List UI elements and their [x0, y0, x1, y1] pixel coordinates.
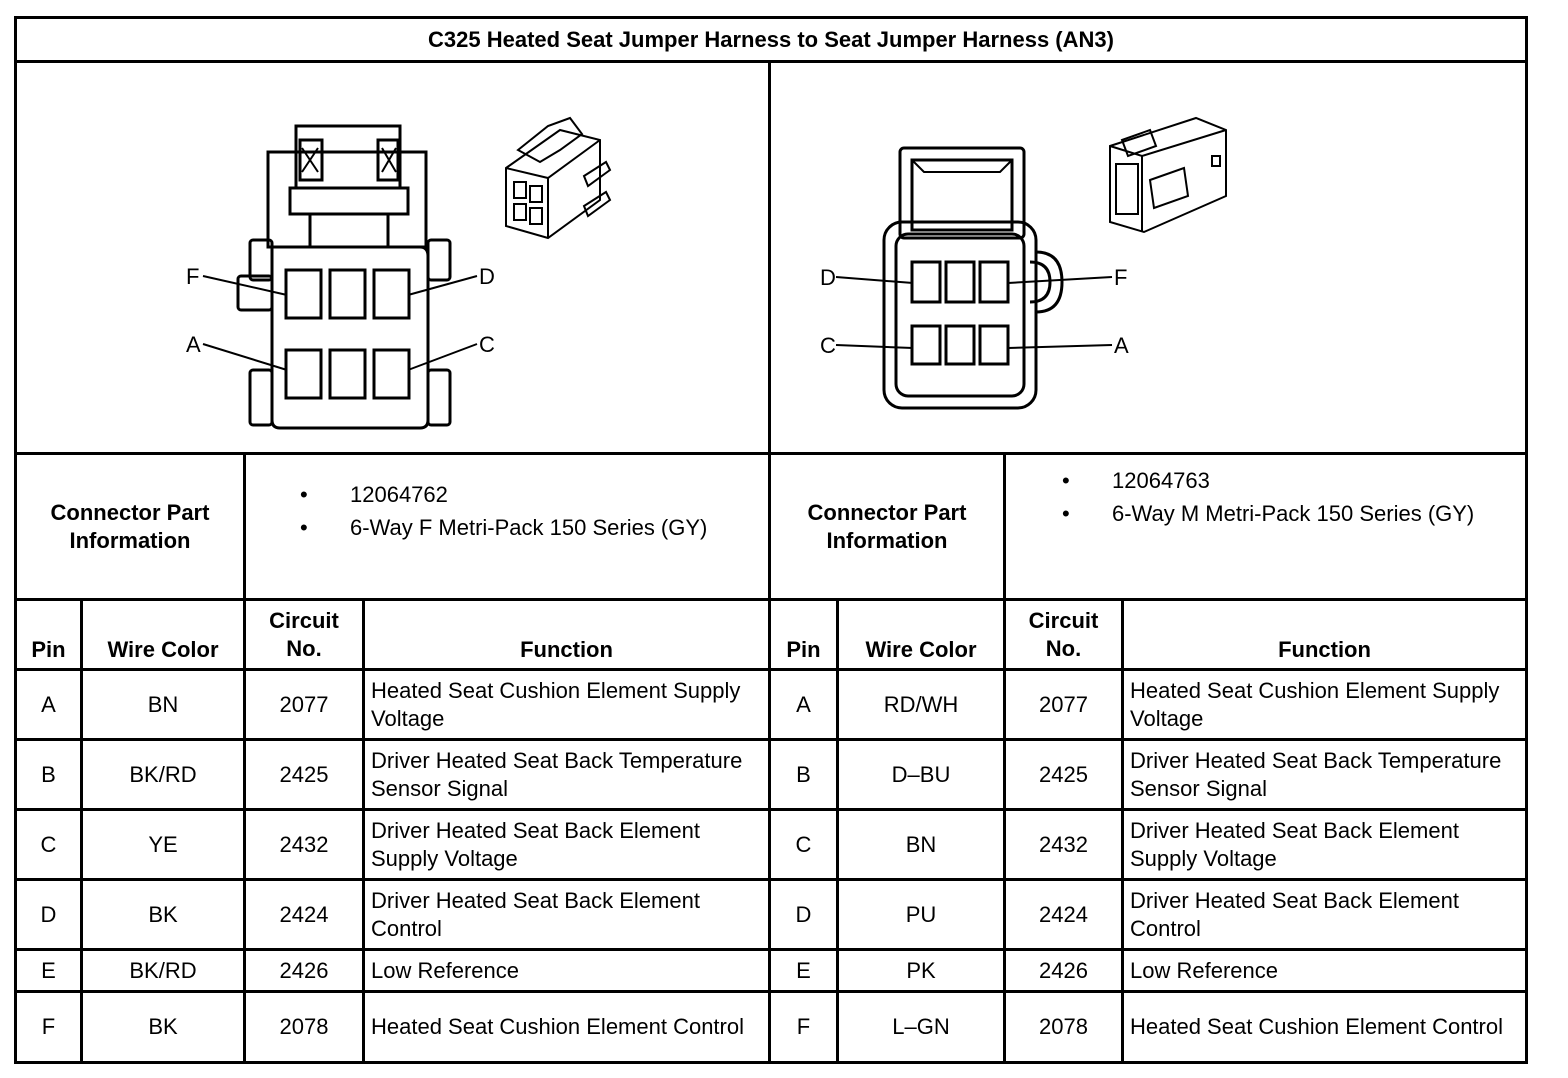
pin-label-a: A: [186, 332, 201, 357]
function-cell: Heated Seat Cushion Element Control: [1130, 1014, 1503, 1039]
header-circuit-no: Circuit No.: [1028, 607, 1099, 661]
circuit-cell: 2426: [1039, 957, 1088, 983]
function-cell: Driver Heated Seat Back Temperature Sens…: [1130, 747, 1502, 801]
header-divider: [14, 668, 1528, 671]
pin-label-f: F: [186, 264, 199, 289]
pin-label-d: D: [479, 264, 495, 289]
part-number: 12064762: [350, 482, 448, 507]
female-connector-diagram: F D A C: [186, 116, 612, 430]
header-pin: Pin: [786, 637, 821, 662]
circuit-cell: 2077: [279, 691, 329, 717]
pin-cell: F: [41, 1014, 56, 1039]
circuit-cell: 2425: [279, 761, 329, 787]
wire-color-cell: BN: [147, 691, 179, 717]
wire-color-cell: PK: [906, 957, 936, 983]
col-divider: [362, 598, 365, 1064]
col-divider: [836, 598, 839, 1064]
row-divider: [14, 808, 1528, 811]
part-item: •12064763: [1062, 466, 1502, 496]
pin-cell: E: [41, 957, 56, 983]
pin-label-c: C: [479, 332, 495, 357]
part-col-divider-right: [1003, 452, 1006, 1064]
pin-cell: A: [796, 691, 811, 717]
pin-cell: B: [41, 761, 56, 787]
part-description: 6-Way M Metri-Pack 150 Series (GY): [1112, 501, 1475, 526]
circuit-cell: 2424: [1039, 901, 1088, 927]
header-wire-color: Wire Color: [865, 637, 977, 662]
pin-cell: E: [796, 957, 811, 983]
center-divider: [768, 60, 771, 1064]
function-cell: Driver Heated Seat Back Element Supply V…: [371, 817, 700, 871]
pin-label-f: F: [1114, 265, 1127, 290]
pin-cell: D: [795, 901, 812, 927]
header-function: Function: [520, 637, 613, 662]
circuit-cell: 2077: [1039, 691, 1088, 717]
connector-part-label-right: Connector Part Information: [807, 499, 967, 553]
wire-color-cell: BN: [905, 831, 937, 857]
wire-color-cell: BK/RD: [129, 957, 197, 983]
col-divider: [1121, 598, 1124, 1064]
circuit-cell: 2432: [1039, 831, 1088, 857]
wire-color-cell: BK/RD: [129, 761, 197, 787]
part-col-divider-left: [243, 452, 246, 1064]
wire-color-cell: RD/WH: [883, 691, 959, 717]
table-frame: [14, 16, 1528, 1064]
row-divider: [14, 948, 1528, 951]
row-divider: [14, 878, 1528, 881]
row-divider: [14, 738, 1528, 741]
circuit-cell: 2424: [279, 901, 329, 927]
col-divider: [80, 598, 83, 1064]
circuit-cell: 2078: [1039, 1014, 1088, 1039]
pin-cell: D: [40, 901, 57, 927]
pin-cell: C: [40, 831, 57, 857]
part-number: 12064763: [1112, 468, 1210, 493]
wire-color-cell: YE: [148, 831, 178, 857]
circuit-cell: 2078: [279, 1014, 329, 1039]
title-divider: [14, 60, 1528, 63]
function-cell: Driver Heated Seat Back Element Control: [1130, 887, 1459, 941]
circuit-cell: 2425: [1039, 761, 1088, 787]
wire-color-cell: L–GN: [892, 1014, 950, 1039]
part-info-divider: [14, 598, 1528, 601]
part-description: 6-Way F Metri-Pack 150 Series (GY): [350, 515, 708, 540]
part-item: •6-Way M Metri-Pack 150 Series (GY): [1062, 499, 1502, 559]
function-cell: Heated Seat Cushion Element Control: [371, 1014, 744, 1039]
part-item: •12064762: [300, 480, 760, 510]
function-cell: Driver Heated Seat Back Element Control: [371, 887, 700, 941]
pin-label-d: D: [820, 265, 836, 290]
wire-color-cell: D–BU: [891, 761, 951, 787]
function-cell: Driver Heated Seat Back Element Supply V…: [1130, 817, 1459, 871]
male-connector-diagram: D F C A: [820, 116, 1227, 410]
connector-part-label-left: Connector Part Information: [50, 499, 210, 553]
pin-cell: B: [796, 761, 811, 787]
row-divider: [14, 990, 1528, 993]
header-wire-color: Wire Color: [107, 637, 219, 662]
wire-color-cell: BK: [148, 1014, 178, 1039]
circuit-cell: 2426: [279, 957, 329, 983]
function-cell: Low Reference: [371, 957, 519, 983]
part-item: •6-Way F Metri-Pack 150 Series (GY): [300, 513, 760, 543]
wire-color-cell: PU: [905, 901, 937, 927]
header-pin: Pin: [31, 637, 66, 662]
function-cell: Heated Seat Cushion Element Supply Volta…: [371, 677, 741, 731]
function-cell: Low Reference: [1130, 957, 1278, 983]
pin-label-a: A: [1114, 333, 1129, 358]
function-cell: Driver Heated Seat Back Temperature Sens…: [371, 747, 743, 801]
header-function: Function: [1278, 637, 1371, 662]
pin-cell: F: [796, 1014, 811, 1039]
pin-cell: C: [795, 831, 812, 857]
pin-cell: A: [41, 691, 56, 717]
header-circuit-no: Circuit No.: [269, 607, 339, 661]
circuit-cell: 2432: [279, 831, 329, 857]
diagram-divider: [14, 452, 1528, 455]
pin-label-c: C: [820, 333, 836, 358]
function-cell: Heated Seat Cushion Element Supply Volta…: [1130, 677, 1500, 731]
wire-color-cell: BK: [148, 901, 178, 927]
page-title: C325 Heated Seat Jumper Harness to Seat …: [428, 27, 1114, 52]
